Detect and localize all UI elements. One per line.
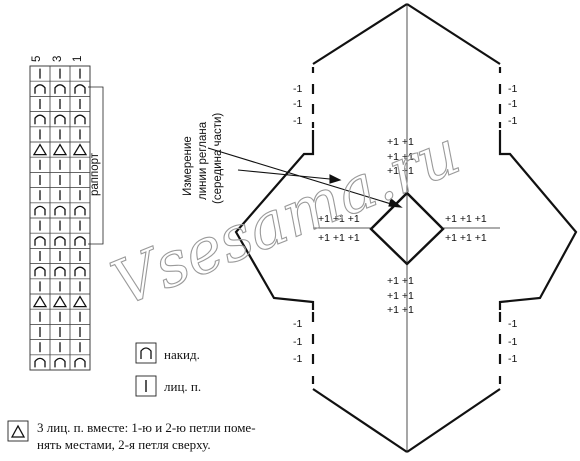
- dec-right-6: -1: [508, 353, 517, 365]
- dec-right-5: -1: [508, 336, 517, 348]
- sweater-schematic: [234, 3, 578, 453]
- chart-cell: [69, 202, 91, 219]
- chart-cell: [29, 232, 51, 249]
- k3tog-icon: [52, 143, 68, 156]
- chart-cell: [29, 111, 51, 128]
- inc-left-1: +1 +1 +1: [318, 213, 360, 225]
- yarn-over-icon: [34, 266, 46, 277]
- inc-bottom-2: +1 +1: [387, 290, 414, 302]
- dec-left-2: -1: [293, 98, 302, 110]
- chart-cell: [49, 232, 71, 249]
- legend-yarn-over: накид.: [135, 342, 200, 364]
- yarn-over-icon: [54, 114, 66, 125]
- k3tog-icon: [72, 143, 88, 156]
- measure-label-line1: Измерение: [182, 136, 194, 196]
- inc-right-2: +1 +1 +1: [445, 232, 487, 244]
- legend-knit: лиц. п.: [135, 375, 201, 397]
- chart-cell: [49, 354, 71, 371]
- k3tog-icon: [32, 295, 48, 308]
- yarn-over-icon: [54, 84, 66, 94]
- chart-cell: [69, 80, 91, 97]
- chart-cell: [29, 202, 51, 219]
- yarn-over-icon: [74, 84, 86, 94]
- legend-k3tog-line2: нять местами, 2-я петля сверху.: [37, 437, 211, 452]
- rapport-bracket: [88, 86, 104, 245]
- legend-k3tog: 3 лиц. п. вместе: 1-ю и 2-ю петли поме- …: [7, 420, 256, 452]
- dec-right-2: -1: [508, 98, 517, 110]
- chart-cell: [69, 232, 91, 249]
- inc-left-2: +1 +1 +1: [318, 232, 360, 244]
- dec-left-6: -1: [293, 353, 302, 365]
- chart-cell: [49, 80, 71, 97]
- yarn-over-icon: [74, 236, 86, 246]
- measure-label-line2: линии реглана: [197, 121, 209, 200]
- measure-arrows: [207, 147, 403, 208]
- k3tog-icon: [10, 424, 26, 438]
- k3tog-icon: [32, 143, 48, 156]
- yarn-over-icon: [74, 114, 86, 125]
- chart-cell: [69, 111, 91, 128]
- inc-top-1: +1 +1: [387, 136, 414, 148]
- yarn-over-icon: [54, 266, 66, 277]
- increase-labels: +1 +1 +1 +1 +1 +1 +1 +1 +1 +1 +1 +1 +1 +…: [318, 136, 487, 316]
- dec-left-3: -1: [293, 115, 302, 127]
- yarn-over-icon: [34, 114, 46, 125]
- rapport-label: раппорт: [89, 152, 101, 196]
- yarn-over-icon: [54, 236, 66, 246]
- measure-label-line3: (середина части): [212, 113, 224, 204]
- chart-cell: [29, 80, 51, 97]
- yarn-over-icon: [34, 84, 46, 94]
- inc-bottom-3: +1 +1: [387, 304, 414, 316]
- dec-right-4: -1: [508, 318, 517, 330]
- chart-cell: [49, 111, 71, 128]
- legend-knit-label: лиц. п.: [164, 379, 201, 394]
- yarn-over-icon: [34, 236, 46, 246]
- yarn-over-icon: [34, 357, 46, 368]
- knitting-chart: [29, 65, 91, 371]
- inc-bottom-1: +1 +1: [387, 275, 414, 287]
- inc-top-3: +1 +1: [387, 165, 414, 177]
- chart-cell: [69, 354, 91, 371]
- yarn-over-icon: [140, 347, 152, 359]
- k3tog-icon: [72, 295, 88, 308]
- column-number-1: 1: [72, 56, 84, 62]
- dec-right-1: -1: [508, 83, 517, 95]
- dec-left-1: -1: [293, 83, 302, 95]
- chart-cell: [49, 263, 71, 280]
- legend-yarn-over-label: накид.: [164, 347, 200, 362]
- yarn-over-icon: [74, 266, 86, 277]
- inc-top-2: +1 +1: [387, 151, 414, 163]
- dec-right-3: -1: [508, 115, 517, 127]
- yarn-over-icon: [54, 357, 66, 368]
- yarn-over-icon: [54, 205, 66, 216]
- chart-cell: [29, 354, 51, 371]
- decrease-labels: -1 -1 -1 -1 -1 -1 -1 -1 -1 -1 -1 -1: [293, 83, 517, 365]
- column-number-3: 3: [52, 56, 64, 62]
- column-number-5: 5: [31, 56, 43, 62]
- dec-left-5: -1: [293, 336, 302, 348]
- yarn-over-icon: [74, 205, 86, 216]
- watermark: Vsesama.ru: [102, 115, 470, 320]
- inc-right-1: +1 +1 +1: [445, 213, 487, 225]
- k3tog-icon: [52, 295, 68, 308]
- yarn-over-icon: [74, 357, 86, 368]
- yarn-over-icon: [34, 205, 46, 216]
- dec-left-4: -1: [293, 318, 302, 330]
- chart-cell: [29, 263, 51, 280]
- chart-cell: [49, 202, 71, 219]
- chart-cell: [69, 263, 91, 280]
- legend-k3tog-line1: 3 лиц. п. вместе: 1-ю и 2-ю петли поме-: [37, 420, 256, 435]
